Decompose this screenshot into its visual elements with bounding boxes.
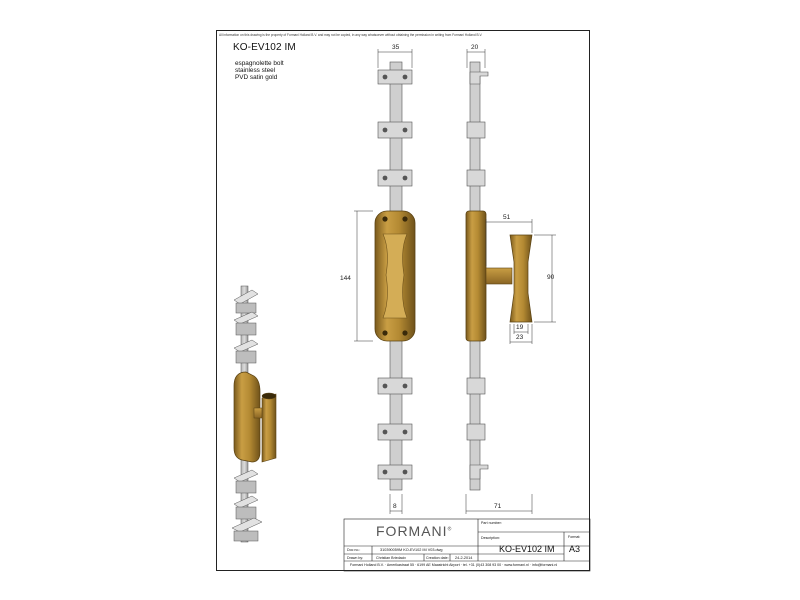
front-top-guide (377, 69, 413, 85)
dim-handle-height: 144 (340, 275, 351, 282)
front-handle (374, 210, 416, 342)
isometric-view (231, 285, 277, 543)
side-handle (465, 210, 533, 342)
side-guide-2 (466, 169, 486, 187)
dim-handle-projection: 51 (503, 214, 511, 221)
dimension-lines (354, 49, 556, 514)
title-block-frame (343, 518, 591, 572)
description-line-1: espagnolette bolt (235, 60, 284, 67)
front-view (374, 61, 416, 491)
description-block: espagnolette bolt stainless steel PVD sa… (235, 60, 284, 82)
description-value: KO-EV102 IM (499, 544, 555, 554)
brand-logo: FORMANI® (376, 523, 453, 539)
dim-grip-inner: 19 (516, 324, 524, 331)
front-guide-2 (377, 169, 413, 187)
front-guide-4 (377, 423, 413, 441)
side-guide-3 (466, 377, 486, 395)
disclaimer-text: All information on this drawing is the p… (219, 33, 483, 37)
front-guide-1 (377, 121, 413, 139)
company-footer: Formani Holland B.V. · Amerikastraat 55 … (350, 563, 558, 567)
description-line-3: PVD satin gold (235, 74, 278, 82)
dim-rod-width: 8 (393, 503, 397, 510)
drawing-title: KO-EV102 IM (233, 42, 296, 53)
creation-date-value: 24-2-2014 (455, 556, 473, 560)
dim-total-depth: 71 (494, 503, 502, 510)
description-line-2: stainless steel (235, 67, 276, 75)
front-guide-3 (377, 377, 413, 395)
side-guide-1 (466, 121, 486, 139)
description-label: Description: (481, 536, 500, 540)
format-label: Format: (568, 535, 581, 539)
dim-front-width: 35 (392, 44, 400, 51)
part-number-label: Part number: (481, 521, 502, 525)
doc-no-value: 310390059M KO-EV102 IM V03.dwg (380, 548, 443, 552)
side-view (465, 61, 533, 491)
dim-grip-outer: 23 (516, 334, 524, 341)
side-guide-4 (466, 423, 486, 441)
drawn-by-label: Drawn by: (347, 556, 364, 560)
format-value: A3 (569, 544, 581, 554)
creation-date-label: Creation date: (426, 556, 449, 560)
dim-side-width: 20 (471, 44, 479, 51)
drawn-by-value: Christian Briedacix (376, 556, 406, 560)
side-top-hook (469, 71, 489, 85)
dim-grip-height: 90 (547, 274, 555, 281)
iso-handle (233, 371, 277, 463)
front-bottom-guide (377, 464, 413, 480)
doc-no-label: Doc no.: (347, 548, 361, 552)
side-bottom-hook (469, 464, 489, 480)
